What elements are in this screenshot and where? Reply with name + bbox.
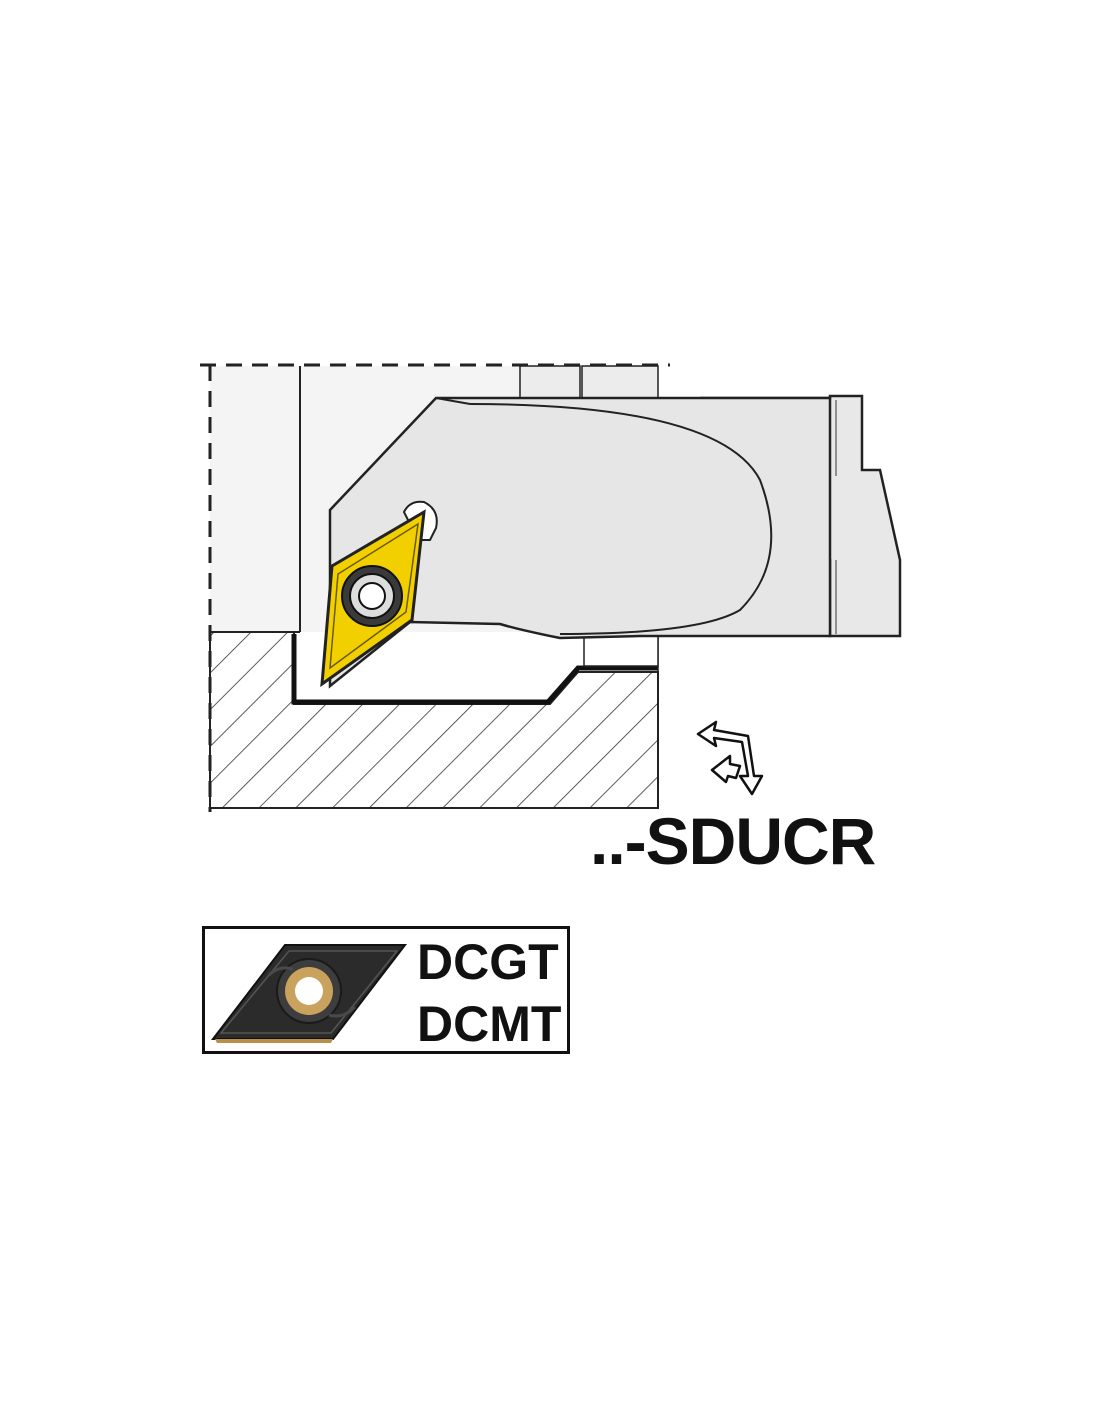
- workpiece: [209, 631, 659, 809]
- insert-code-list: DCGT DCMT: [417, 931, 561, 1055]
- compatible-insert-panel: DCGT DCMT: [202, 926, 570, 1054]
- carbide-insert-photo-icon: [210, 944, 408, 1043]
- boring-bar-holder: [328, 394, 902, 689]
- feed-direction-arrows-icon: [696, 720, 764, 796]
- insert-screw-icon: [341, 565, 403, 627]
- insert-code-dcmt: DCMT: [417, 996, 562, 1052]
- model-code-label: ..-SDUCR: [590, 804, 876, 878]
- workpiece-dashed-outline: [200, 363, 670, 812]
- carbide-insert-icon: [320, 509, 426, 688]
- insert-code-dcgt: DCGT: [417, 934, 559, 990]
